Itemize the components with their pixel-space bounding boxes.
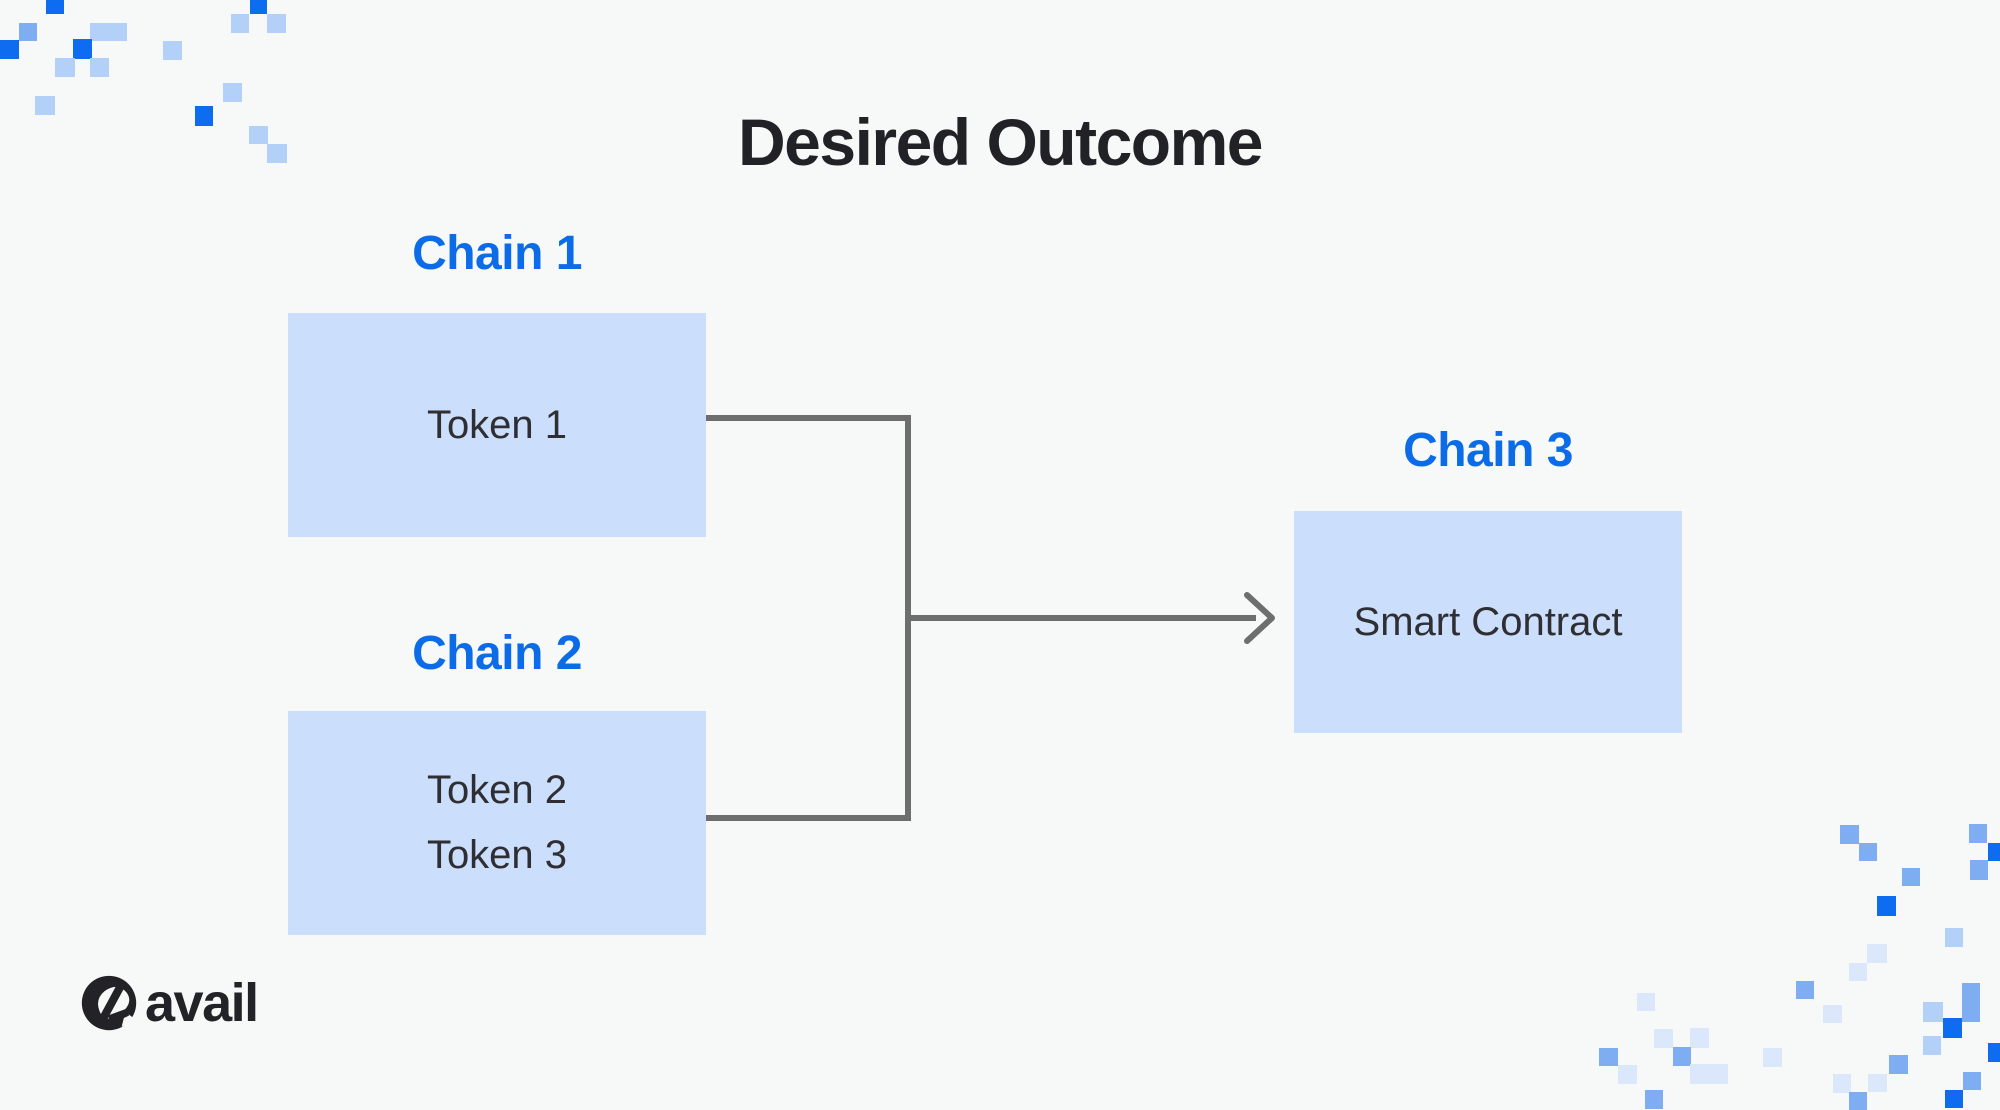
pixel-square [1889, 1055, 1908, 1074]
pixel-square [1654, 1029, 1673, 1048]
pixel-square [1943, 1018, 1962, 1038]
pixel-square [90, 58, 109, 77]
pixel-square [1988, 843, 2000, 861]
pixel-square [1618, 1065, 1637, 1084]
pixel-square [1962, 983, 1980, 1022]
pixel-square [1963, 1072, 1981, 1090]
pixel-square [249, 126, 268, 144]
pixel-square [1840, 825, 1859, 844]
pixel-square [195, 106, 213, 126]
avail-logo-text: avail [145, 973, 259, 1033]
pixel-square [1849, 1092, 1867, 1110]
avail-logo-icon [81, 975, 138, 1031]
pixel-square [1923, 1002, 1943, 1022]
pixel-square [1902, 868, 1920, 886]
chain-3-label: Chain 3 [1403, 424, 1573, 477]
pixel-square [1690, 1064, 1728, 1084]
avail-logo: avail [80, 972, 259, 1034]
pixel-square [90, 23, 127, 41]
pixel-square [1867, 944, 1887, 963]
pixel-square [1673, 1047, 1691, 1066]
pixel-square [55, 58, 75, 77]
pixel-square [1868, 1074, 1887, 1092]
pixel-square [1833, 1074, 1851, 1093]
token-2-text: Token 2 [426, 768, 568, 812]
pixel-square [267, 14, 286, 33]
pixel-square [1969, 824, 1987, 843]
pixel-square [1970, 860, 1988, 880]
pixel-square [1849, 963, 1867, 981]
pixel-square [1763, 1048, 1782, 1067]
chain-1-label: Chain 1 [412, 227, 582, 280]
token-2-3-box: Token 2 Token 3 [288, 711, 706, 935]
pixel-square [1645, 1090, 1663, 1109]
pixel-square [1923, 1036, 1941, 1055]
token-1-box: Token 1 [288, 313, 706, 537]
pixel-square [19, 23, 37, 41]
pixel-square [1988, 1043, 2000, 1062]
smart-contract-box: Smart Contract [1294, 511, 1682, 733]
pixel-square [1599, 1048, 1618, 1066]
pixel-square [1859, 843, 1877, 861]
token-1-text: Token 1 [426, 402, 568, 447]
arrow-head-icon [1244, 592, 1275, 644]
pixel-square [1796, 981, 1814, 999]
pixel-square [1945, 928, 1963, 947]
pixel-square [267, 144, 287, 163]
pixel-square [46, 0, 64, 14]
pixel-square [1945, 1090, 1963, 1108]
chain-2-label: Chain 2 [412, 627, 582, 680]
pixel-square [73, 39, 92, 59]
pixel-square [163, 41, 182, 60]
pixel-square [1823, 1005, 1842, 1023]
diagram-title: Desired Outcome [738, 105, 1264, 179]
pixel-square [35, 96, 55, 115]
pixel-square [1690, 1028, 1709, 1048]
merge-bracket-line [706, 415, 911, 821]
pixel-square [231, 14, 249, 33]
token-3-text: Token 3 [426, 833, 568, 877]
pixel-square [250, 0, 267, 14]
pixel-square [1877, 896, 1896, 916]
smart-contract-text: Smart Contract [1353, 599, 1623, 644]
pixel-square [223, 83, 242, 102]
pixel-square [0, 40, 19, 59]
pixel-square [1637, 993, 1655, 1011]
